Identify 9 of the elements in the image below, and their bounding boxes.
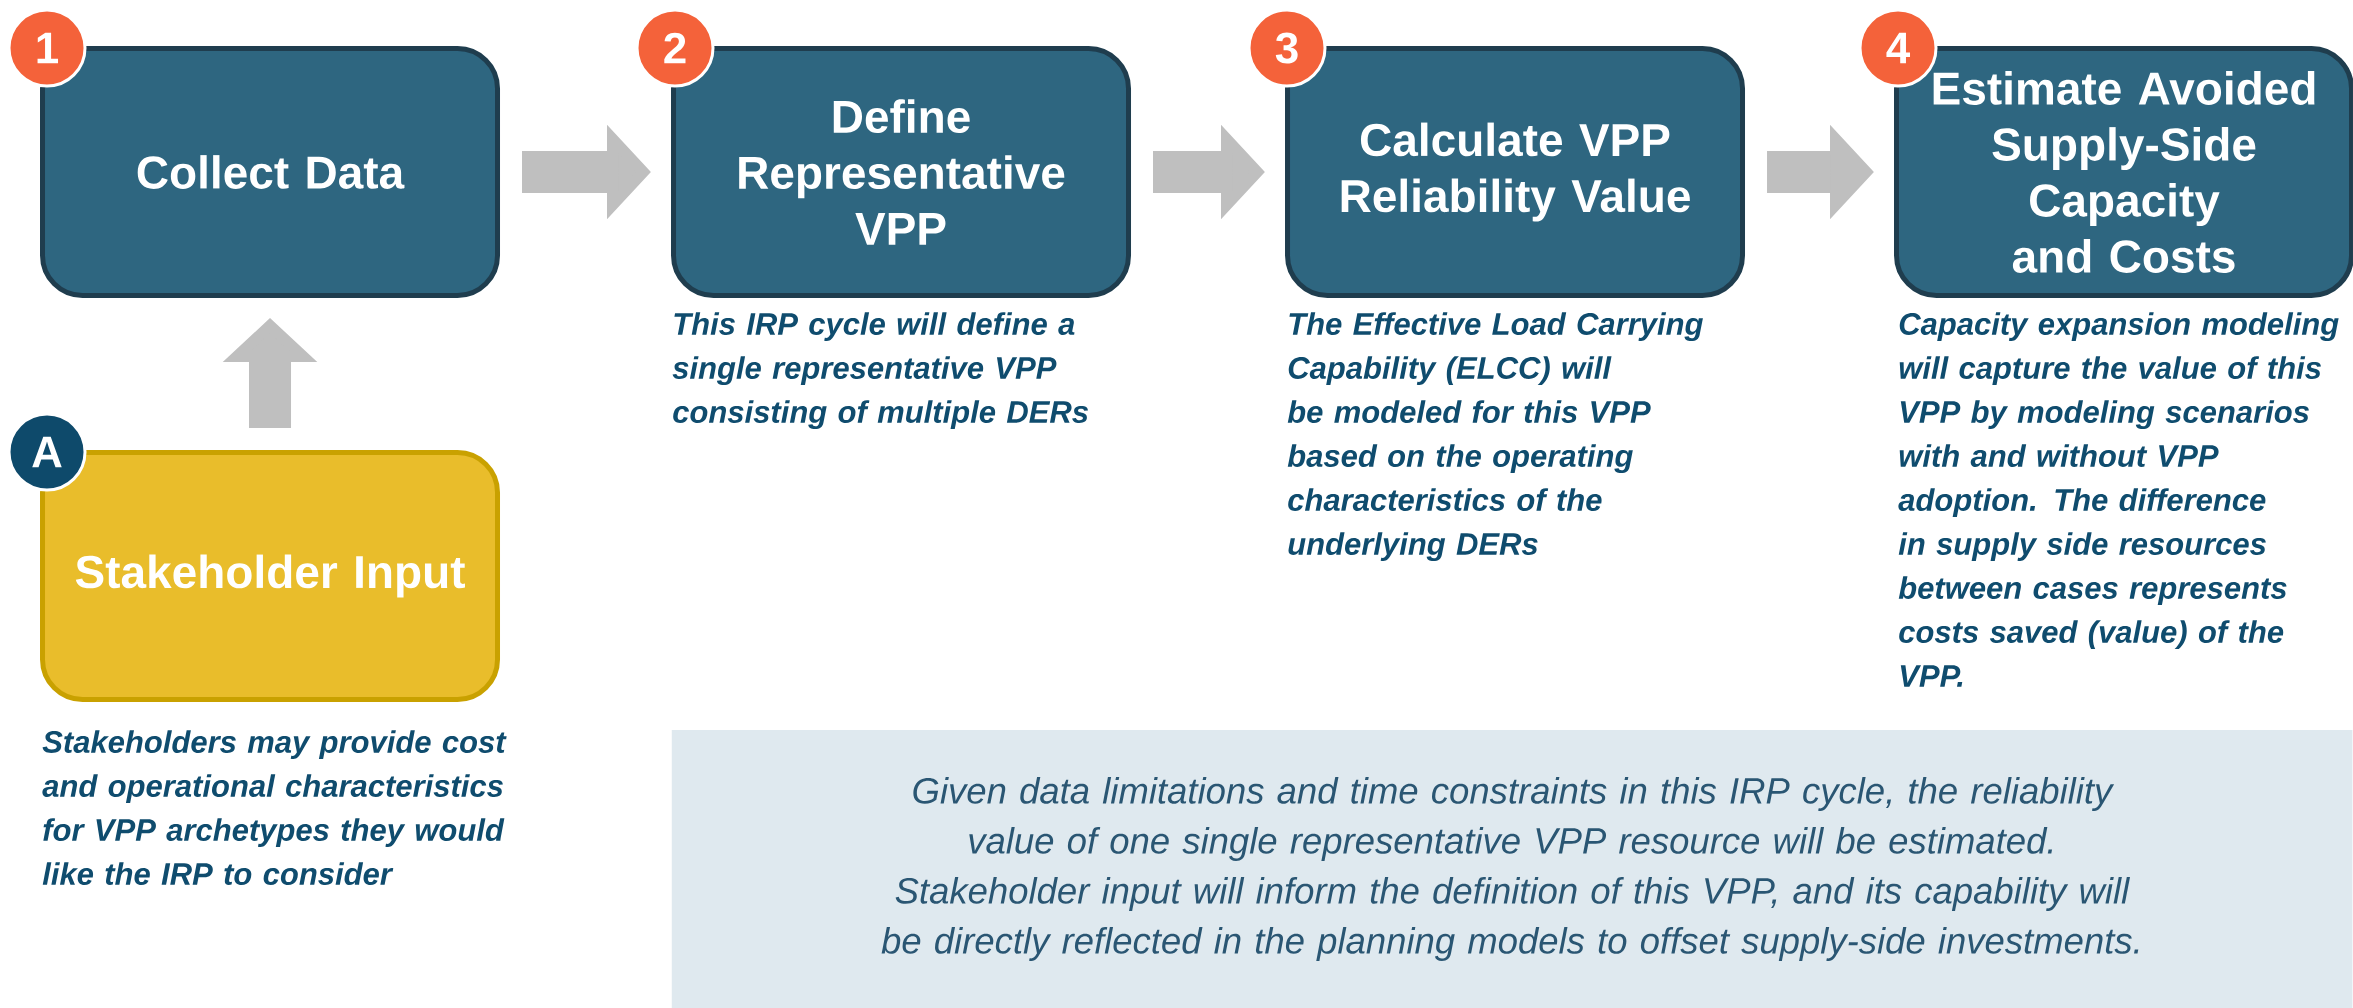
- description-text: Capacity expansion modeling will capture the value of this VPP by modeling scenarios with and without VPP adoption. The difference in supply side resources between cases represents costs saved (value) of the VPP.: [1898, 312, 2339, 687]
- number-badge: 1: [7, 8, 87, 88]
- number-badge: 3: [1247, 8, 1327, 88]
- number-badge: A: [7, 412, 87, 492]
- number-badge: 2: [635, 8, 715, 88]
- description-text: The Effective Load Carrying Capability (ELCC) will be modeled for this VPP based on the operating characteristics of the underlying DERs: [1287, 312, 1703, 562]
- description-text: Stakeholders may provide cost and operational characteristics for VPP archetypes they would like the IRP to consider: [42, 730, 507, 885]
- note-panel: Given data limitations and time constraints in this IRP cycle, the reliability value of one single representative VPP resource will be estimated. Stakeholder input will inform the definition of this VPP, and its capability will be directly reflected in the planning models to offset supply-side investments.: [671, 730, 2353, 1008]
- description-text: This IRP cycle will define a single representative VPP consisting of multiple DERs: [672, 312, 1088, 430]
